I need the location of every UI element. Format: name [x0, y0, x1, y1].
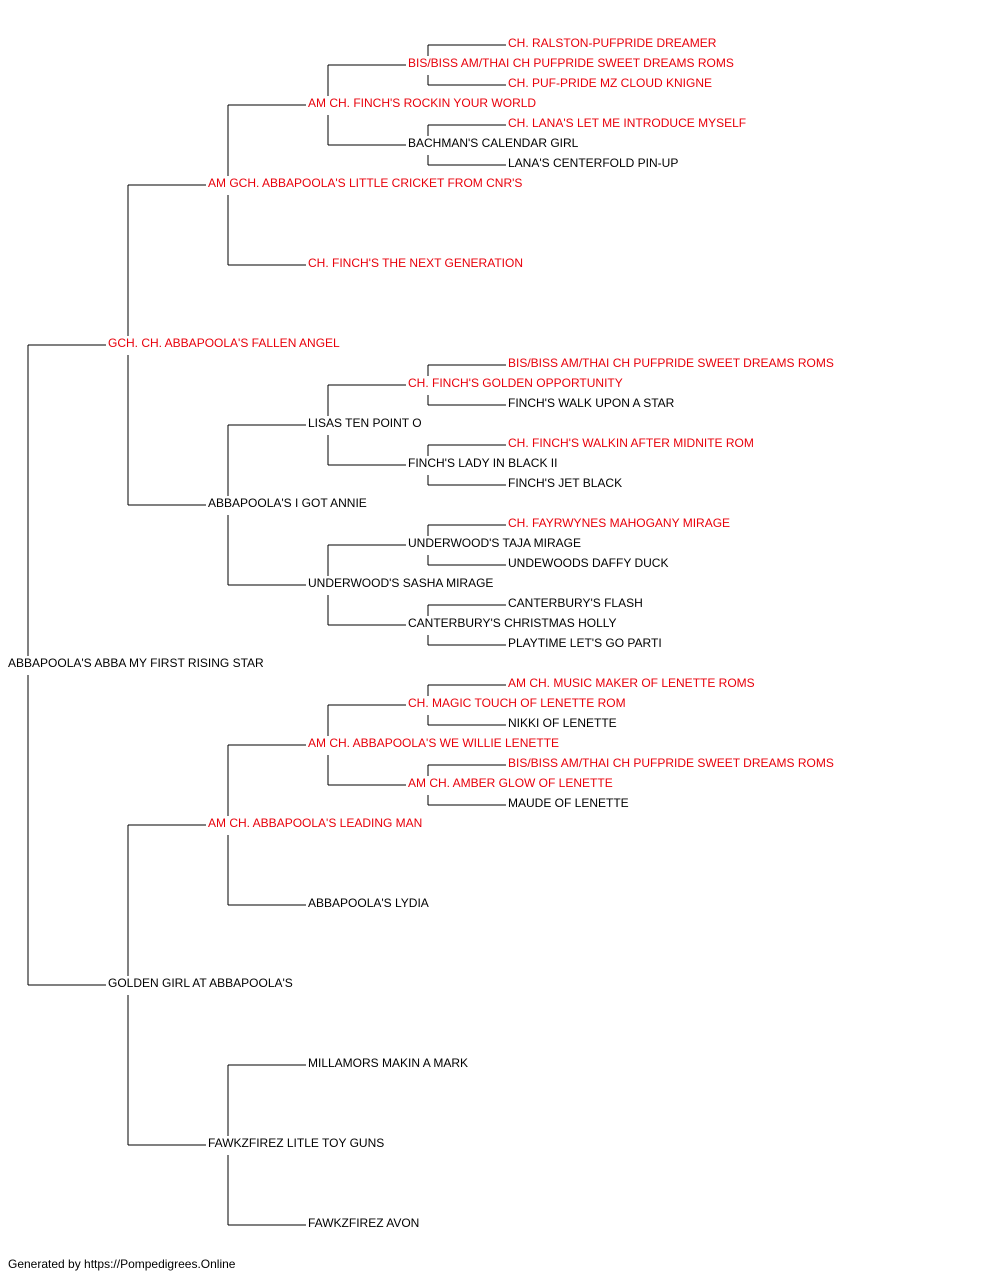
pedigree-name: FAWKZFIREZ LITLE TOY GUNS — [208, 1136, 384, 1150]
pedigree-name: CH. RALSTON-PUFPRIDE DREAMER — [508, 36, 717, 50]
pedigree-name: CH. PUF-PRIDE MZ CLOUD KNIGNE — [508, 76, 712, 90]
pedigree-name: MILLAMORS MAKIN A MARK — [308, 1056, 468, 1070]
pedigree-name: CH. FINCH'S THE NEXT GENERATION — [308, 256, 523, 270]
pedigree-name: PLAYTIME LET'S GO PARTI — [508, 636, 662, 650]
pedigree-name: LISAS TEN POINT O — [308, 416, 422, 430]
pedigree-name: ABBAPOOLA'S I GOT ANNIE — [208, 496, 367, 510]
pedigree-name: CH. FINCH'S WALKIN AFTER MIDNITE ROM — [508, 436, 754, 450]
pedigree-name: GCH. CH. ABBAPOOLA'S FALLEN ANGEL — [108, 336, 340, 350]
pedigree-name: AM CH. AMBER GLOW OF LENETTE — [408, 776, 613, 790]
pedigree-name: MAUDE OF LENETTE — [508, 796, 629, 810]
pedigree-name: AM CH. ABBAPOOLA'S WE WILLIE LENETTE — [308, 736, 559, 750]
pedigree-name: UNDERWOOD'S SASHA MIRAGE — [308, 576, 493, 590]
generated-by-footer: Generated by https://Pompedigrees.Online — [8, 1257, 236, 1271]
pedigree-name: BIS/BISS AM/THAI CH PUFPRIDE SWEET DREAM… — [508, 356, 834, 370]
pedigree-name: BIS/BISS AM/THAI CH PUFPRIDE SWEET DREAM… — [508, 756, 834, 770]
pedigree-name: NIKKI OF LENETTE — [508, 716, 617, 730]
pedigree-name: CH. LANA'S LET ME INTRODUCE MYSELF — [508, 116, 746, 130]
pedigree-name: AM CH. MUSIC MAKER OF LENETTE ROMS — [508, 676, 755, 690]
pedigree-name: FINCH'S JET BLACK — [508, 476, 622, 490]
pedigree-name: AM GCH. ABBAPOOLA'S LITTLE CRICKET FROM … — [208, 176, 522, 190]
pedigree-name: LANA'S CENTERFOLD PIN-UP — [508, 156, 678, 170]
pedigree-name: CH. MAGIC TOUCH OF LENETTE ROM — [408, 696, 626, 710]
pedigree-name: CANTERBURY'S FLASH — [508, 596, 643, 610]
pedigree-name: AM CH. FINCH'S ROCKIN YOUR WORLD — [308, 96, 536, 110]
pedigree-name: CANTERBURY'S CHRISTMAS HOLLY — [408, 616, 617, 630]
pedigree-name: ABBAPOOLA'S LYDIA — [308, 896, 429, 910]
pedigree-name: UNDERWOOD'S TAJA MIRAGE — [408, 536, 581, 550]
pedigree-name: BACHMAN'S CALENDAR GIRL — [408, 136, 579, 150]
pedigree-name: FINCH'S LADY IN BLACK II — [408, 456, 557, 470]
pedigree-name: CH. FINCH'S GOLDEN OPPORTUNITY — [408, 376, 623, 390]
pedigree-name: FAWKZFIREZ AVON — [308, 1216, 419, 1230]
pedigree-name: UNDEWOODS DAFFY DUCK — [508, 556, 668, 570]
pedigree-name: ABBAPOOLA'S ABBA MY FIRST RISING STAR — [8, 656, 264, 670]
pedigree-name: CH. FAYRWYNES MAHOGANY MIRAGE — [508, 516, 730, 530]
pedigree-name: GOLDEN GIRL AT ABBAPOOLA'S — [108, 976, 293, 990]
pedigree-name: BIS/BISS AM/THAI CH PUFPRIDE SWEET DREAM… — [408, 56, 734, 70]
pedigree-tree: ABBAPOOLA'S ABBA MY FIRST RISING STAR GCH… — [8, 36, 834, 1230]
pedigree-name: FINCH'S WALK UPON A STAR — [508, 396, 675, 410]
pedigree-name: AM CH. ABBAPOOLA'S LEADING MAN — [208, 816, 422, 830]
